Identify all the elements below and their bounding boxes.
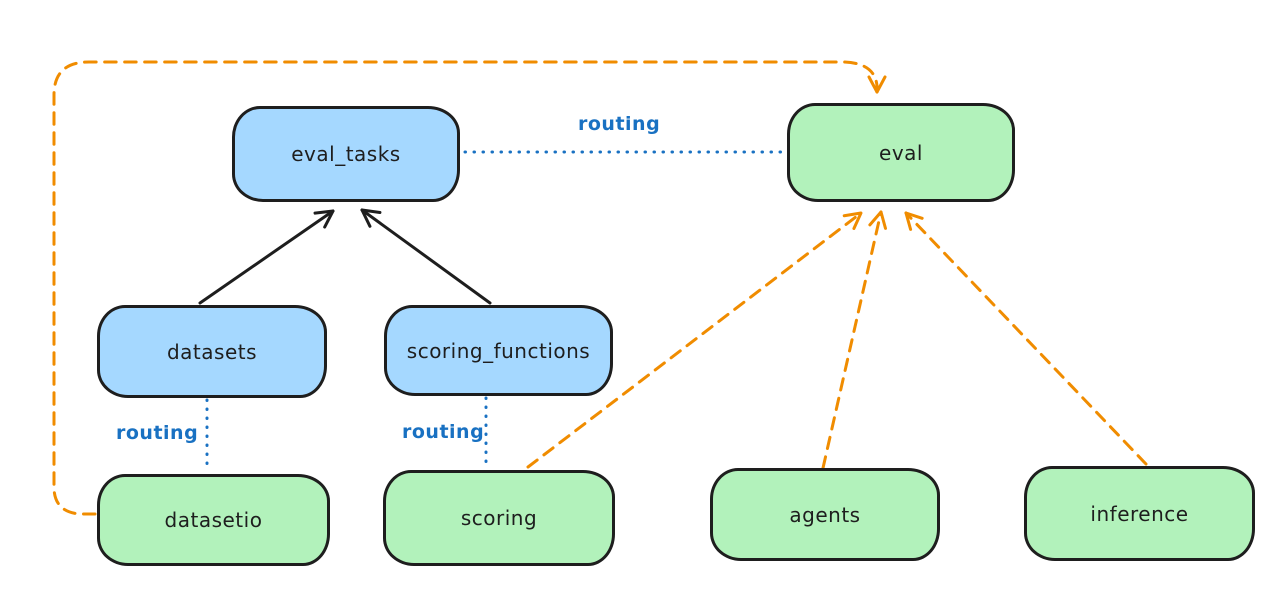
node-scoring: scoring bbox=[383, 470, 615, 566]
edge-datasetio-to-eval bbox=[52, 60, 887, 516]
node-datasetio: datasetio bbox=[97, 474, 330, 566]
edge-agents-to-eval bbox=[821, 210, 887, 470]
node-datasets: datasets bbox=[97, 305, 327, 398]
node-eval_tasks: eval_tasks bbox=[232, 106, 460, 202]
edge-datasets-to-eval_tasks bbox=[198, 209, 335, 305]
node-label: scoring bbox=[460, 506, 538, 530]
edge-scoring_functions-to-eval_tasks bbox=[360, 208, 492, 305]
node-agents: agents bbox=[710, 468, 940, 561]
node-label: inference bbox=[1090, 501, 1189, 526]
node-eval: eval bbox=[787, 103, 1015, 202]
node-scoring_functions: scoring_functions bbox=[384, 305, 613, 396]
node-label: datasetio bbox=[164, 508, 263, 532]
node-label: eval_tasks bbox=[291, 142, 401, 166]
edge-label-routing-datasets-datasetio: routing bbox=[116, 422, 199, 444]
node-label: scoring_functions bbox=[406, 338, 591, 363]
edge-label-routing-eval_tasks-eval: routing bbox=[578, 113, 661, 135]
edge-scoring-to-eval bbox=[526, 211, 863, 469]
edge-inference-to-eval bbox=[904, 211, 1148, 466]
node-label: agents bbox=[789, 502, 861, 527]
node-label: datasets bbox=[166, 339, 258, 364]
edge-label-routing-scoring_functions-scoring: routing bbox=[402, 421, 485, 443]
node-label: eval bbox=[879, 140, 923, 165]
node-inference: inference bbox=[1024, 466, 1255, 561]
